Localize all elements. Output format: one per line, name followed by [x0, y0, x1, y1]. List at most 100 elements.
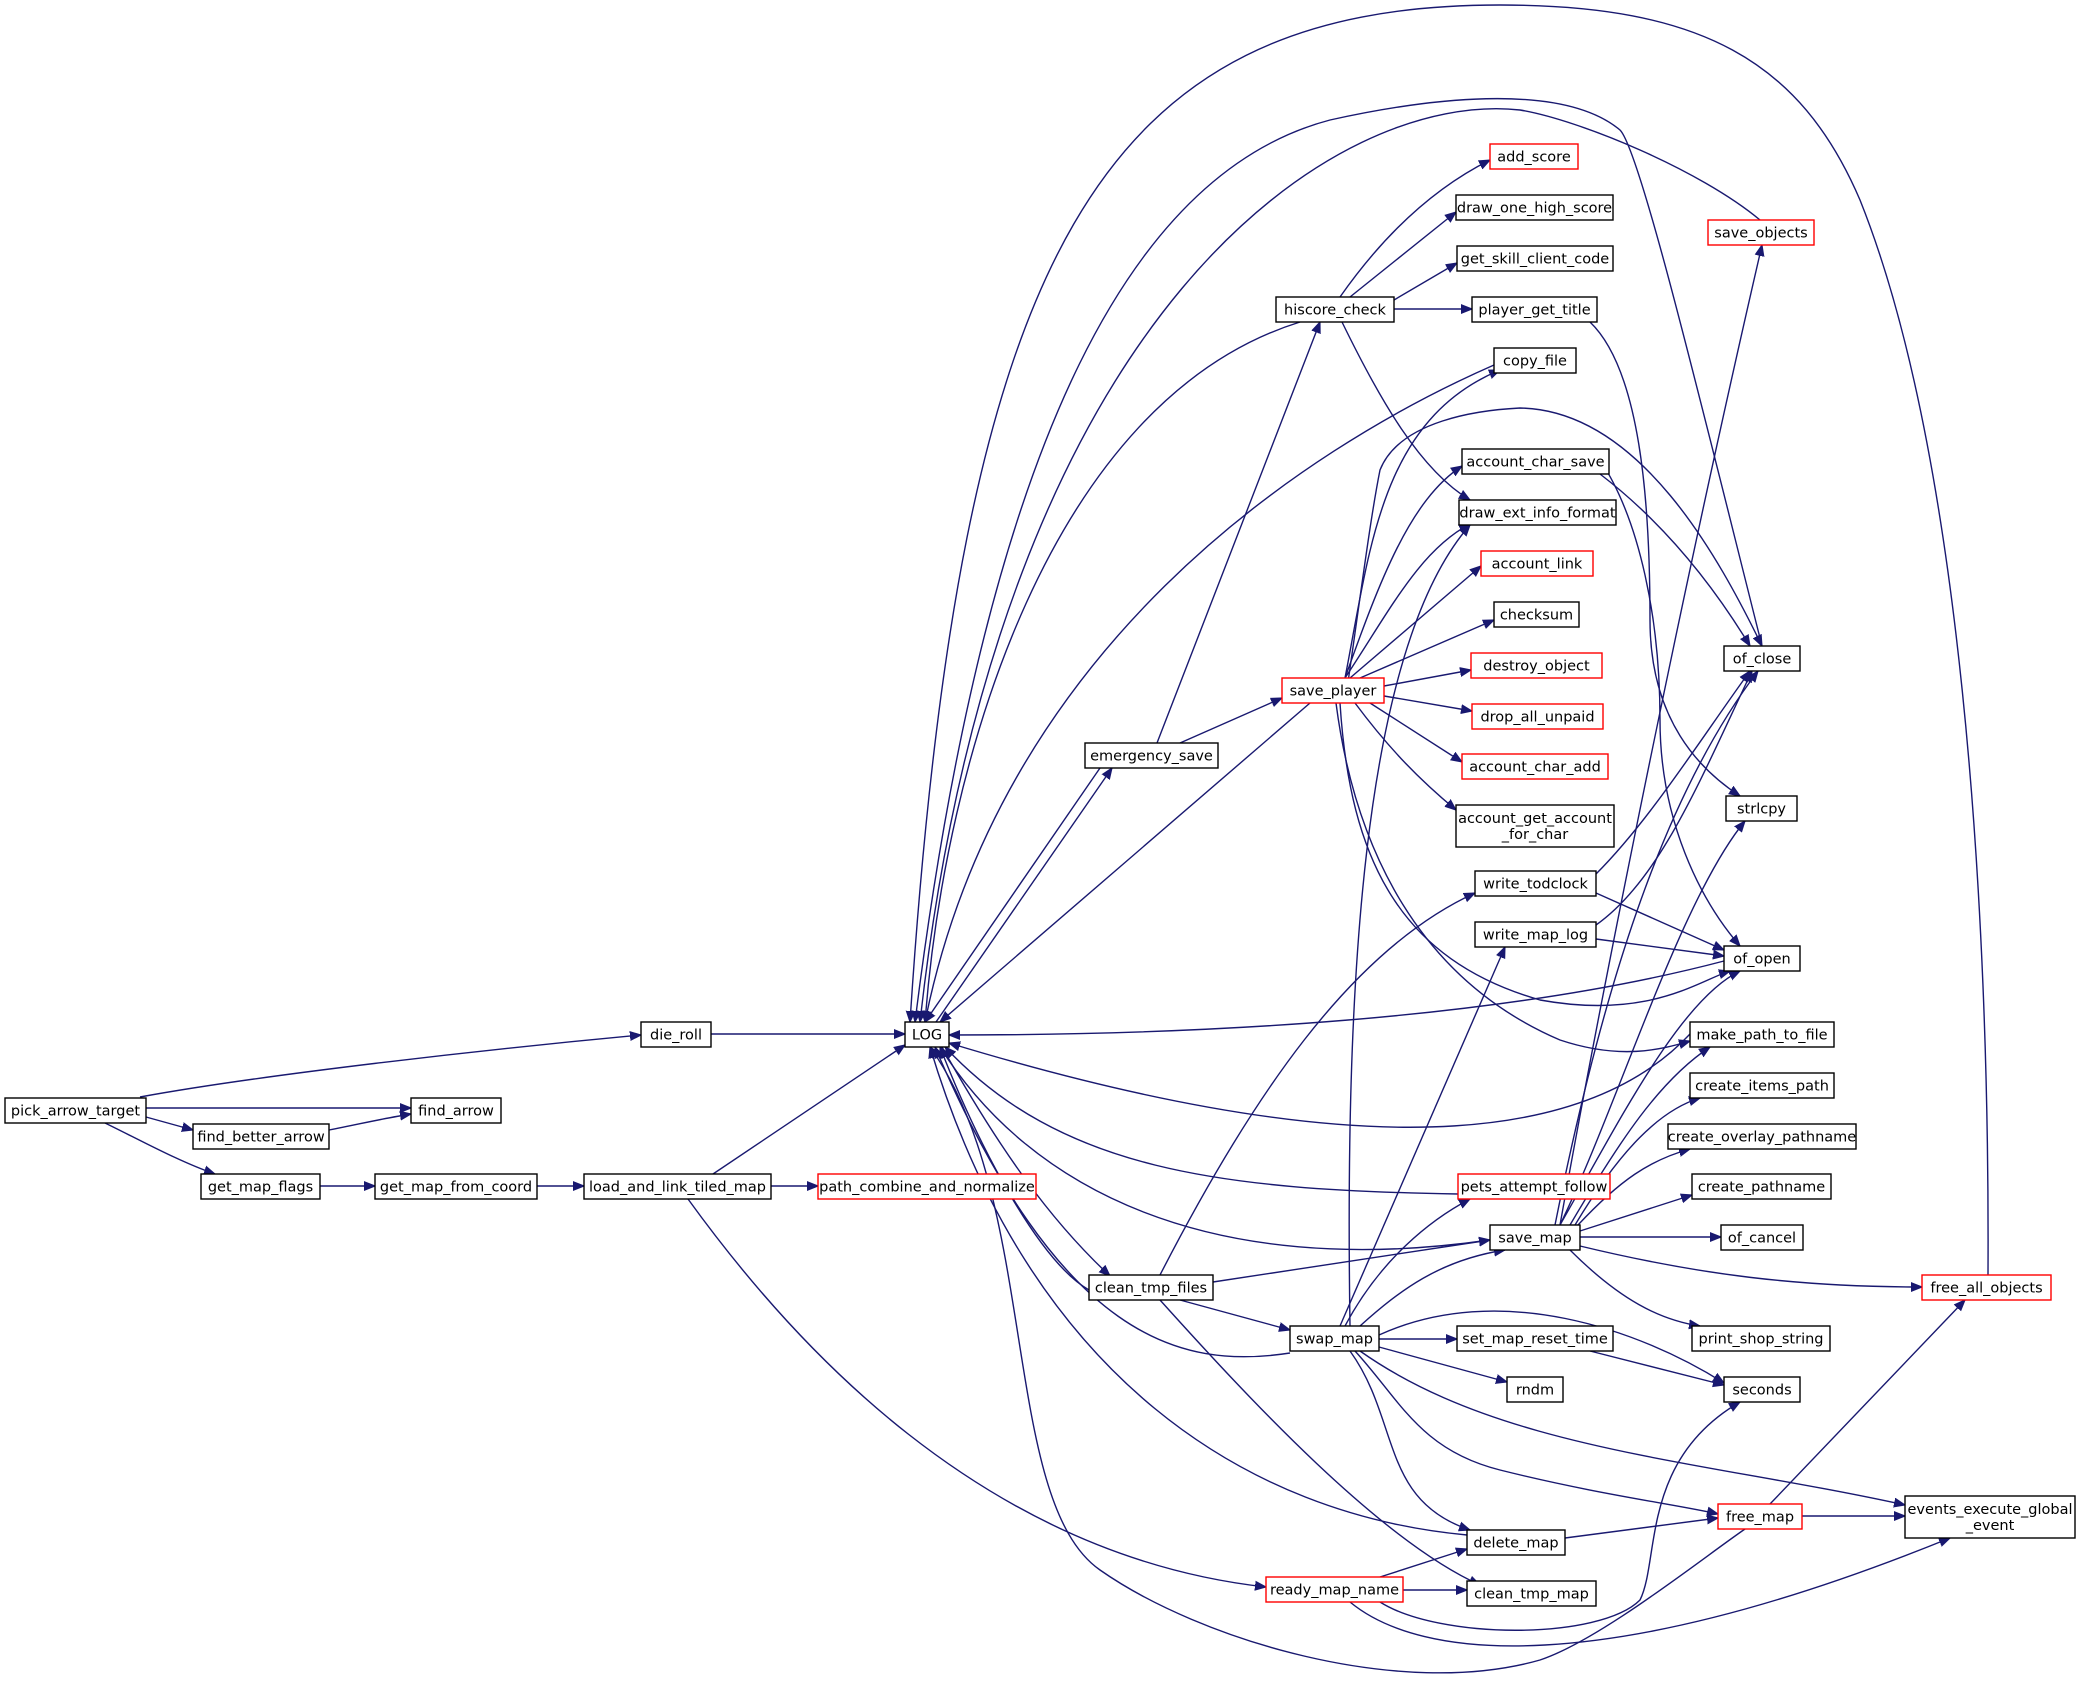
node-save-player[interactable]: save_player [1281, 677, 1385, 704]
node-copy-file[interactable]: copy_file [1493, 347, 1577, 374]
node-LOG[interactable]: LOG [904, 1021, 950, 1048]
node-die-roll[interactable]: die_roll [640, 1021, 712, 1048]
node-emergency-save[interactable]: emergency_save [1084, 742, 1219, 769]
node-label: add_score [1497, 150, 1571, 166]
node-draw-one-high-score[interactable]: draw_one_high_score [1455, 194, 1614, 221]
node-label: swap_map [1296, 1332, 1373, 1348]
edge-player_get_title-to-strlcpy [1589, 321, 1740, 796]
node-player-get-title[interactable]: player_get_title [1471, 296, 1598, 323]
node-drop-all-unpaid[interactable]: drop_all_unpaid [1471, 703, 1604, 730]
node-account-char-add[interactable]: account_char_add [1461, 753, 1609, 780]
node-box [1689, 1072, 1835, 1099]
node-swap-map[interactable]: swap_map [1289, 1325, 1380, 1352]
node-clean-tmp-map[interactable]: clean_tmp_map [1466, 1580, 1597, 1607]
node-box [1466, 1580, 1597, 1607]
node-create-overlay-pathname[interactable]: create_overlay_pathname [1667, 1123, 1857, 1150]
node-hiscore-check[interactable]: hiscore_check [1275, 296, 1395, 323]
node-label: make_path_to_file [1696, 1028, 1827, 1044]
node-label: account_link [1492, 557, 1583, 573]
node-label: pick_arrow_target [11, 1104, 140, 1120]
node-create-pathname[interactable]: create_pathname [1691, 1173, 1832, 1200]
node-label: set_map_reset_time [1462, 1332, 1608, 1348]
node-box [1480, 550, 1594, 577]
node-get-map-from-coord[interactable]: get_map_from_coord [374, 1173, 538, 1200]
node-box [200, 1173, 321, 1200]
node-box [817, 1173, 1037, 1200]
node-box [1707, 219, 1815, 246]
node-path-combine-and-normalize[interactable]: path_combine_and_normalize [817, 1173, 1037, 1200]
node-rndm[interactable]: rndm [1506, 1376, 1564, 1403]
edge-load_and_link_tiled_map-to-ready_map_name [687, 1198, 1266, 1587]
node-get-skill-client-code[interactable]: get_skill_client_code [1456, 245, 1614, 272]
node-label: events_execute_global_event [1907, 1502, 2072, 1534]
edge-write_todclock-to-of_open [1595, 892, 1724, 951]
node-box [4, 1097, 147, 1124]
node-label: free_all_objects [1930, 1281, 2042, 1297]
edge-swap_map-to-rndm [1378, 1346, 1507, 1382]
node-label: strlcpy [1737, 802, 1786, 818]
node-set-map-reset-time[interactable]: set_map_reset_time [1456, 1325, 1614, 1352]
node-make-path-to-file[interactable]: make_path_to_file [1689, 1021, 1835, 1048]
node-label: account_char_add [1469, 760, 1601, 776]
node-label: of_cancel [1728, 1231, 1796, 1247]
node-box [1084, 742, 1219, 769]
node-events-execute-global-event[interactable]: events_execute_global_event [1904, 1495, 2076, 1539]
node-write-map-log[interactable]: write_map_log [1474, 921, 1597, 948]
node-account-get-account-for-char[interactable]: account_get_account_for_char [1455, 804, 1615, 848]
edge-save_player-to-account_char_add [1369, 702, 1462, 762]
node-ready-map-name[interactable]: ready_map_name [1265, 1576, 1404, 1603]
node-print-shop-string[interactable]: print_shop_string [1691, 1325, 1831, 1352]
node-delete-map[interactable]: delete_map [1466, 1529, 1566, 1556]
node-pick-arrow-target[interactable]: pick_arrow_target [4, 1097, 147, 1124]
node-label: destroy_object [1483, 659, 1590, 675]
node-create-items-path[interactable]: create_items_path [1689, 1072, 1835, 1099]
edge-find_better_arrow-to-find_arrow [328, 1114, 411, 1131]
node-account-char-save[interactable]: account_char_save [1461, 448, 1610, 475]
node-load-and-link-tiled-map[interactable]: load_and_link_tiled_map [583, 1173, 772, 1200]
edge-emergency_save-to-save_player [1179, 697, 1282, 744]
edge-save_player-to-copy_file [1344, 369, 1500, 679]
node-find-arrow[interactable]: find_arrow [410, 1097, 502, 1124]
node-of-open[interactable]: of_open [1723, 945, 1801, 972]
edge-write_map_log-to-of_open [1595, 938, 1724, 956]
node-label: delete_map [1473, 1536, 1558, 1552]
edge-pets_attempt_follow-to-LOG [945, 1047, 1459, 1195]
node-write-todclock[interactable]: write_todclock [1474, 870, 1597, 897]
node-box [192, 1123, 330, 1150]
node-account-link[interactable]: account_link [1480, 550, 1594, 577]
node-box [1667, 1123, 1857, 1150]
node-box [1717, 1503, 1803, 1530]
node-save-map[interactable]: save_map [1489, 1224, 1581, 1251]
node-free-all-objects[interactable]: free_all_objects [1921, 1274, 2052, 1301]
edge-set_map_reset_time-to-seconds [1589, 1350, 1724, 1385]
node-layer: pick_arrow_target die_roll find_arrow find_… [4, 143, 2076, 1607]
node-box [1489, 1224, 1581, 1251]
node-draw-ext-info-format[interactable]: draw_ext_info_format [1458, 499, 1617, 526]
node-label: seconds [1732, 1383, 1791, 1399]
node-label: get_skill_client_code [1461, 252, 1609, 268]
node-clean-tmp-files[interactable]: clean_tmp_files [1088, 1274, 1214, 1301]
node-label: find_better_arrow [197, 1130, 325, 1146]
node-save-objects[interactable]: save_objects [1707, 219, 1815, 246]
node-get-map-flags[interactable]: get_map_flags [200, 1173, 321, 1200]
node-seconds[interactable]: seconds [1723, 1376, 1801, 1403]
node-destroy-object[interactable]: destroy_object [1470, 652, 1603, 679]
edge-save_player-to-destroy_object [1383, 670, 1471, 687]
node-box [1691, 1325, 1831, 1352]
edge-save_map-to-create_pathname [1579, 1195, 1692, 1232]
edge-save_map-to-of_close [1554, 671, 1758, 1226]
node-free-map[interactable]: free_map [1717, 1503, 1803, 1530]
node-box [1723, 1376, 1801, 1403]
node-box [1471, 296, 1598, 323]
node-find-better-arrow[interactable]: find_better_arrow [192, 1123, 330, 1150]
node-box [1489, 143, 1579, 170]
node-checksum[interactable]: checksum [1493, 601, 1580, 628]
edge-hiscore_check-to-draw_one_high_score [1349, 212, 1456, 298]
edge-free_map-to-free_all_objects [1769, 1300, 1965, 1505]
node-of-close[interactable]: of_close [1723, 645, 1801, 672]
node-of-cancel[interactable]: of_cancel [1720, 1224, 1804, 1251]
node-add-score[interactable]: add_score [1489, 143, 1579, 170]
node-pets-attempt-follow[interactable]: pets_attempt_follow [1457, 1173, 1611, 1200]
node-strlcpy[interactable]: strlcpy [1725, 795, 1798, 822]
